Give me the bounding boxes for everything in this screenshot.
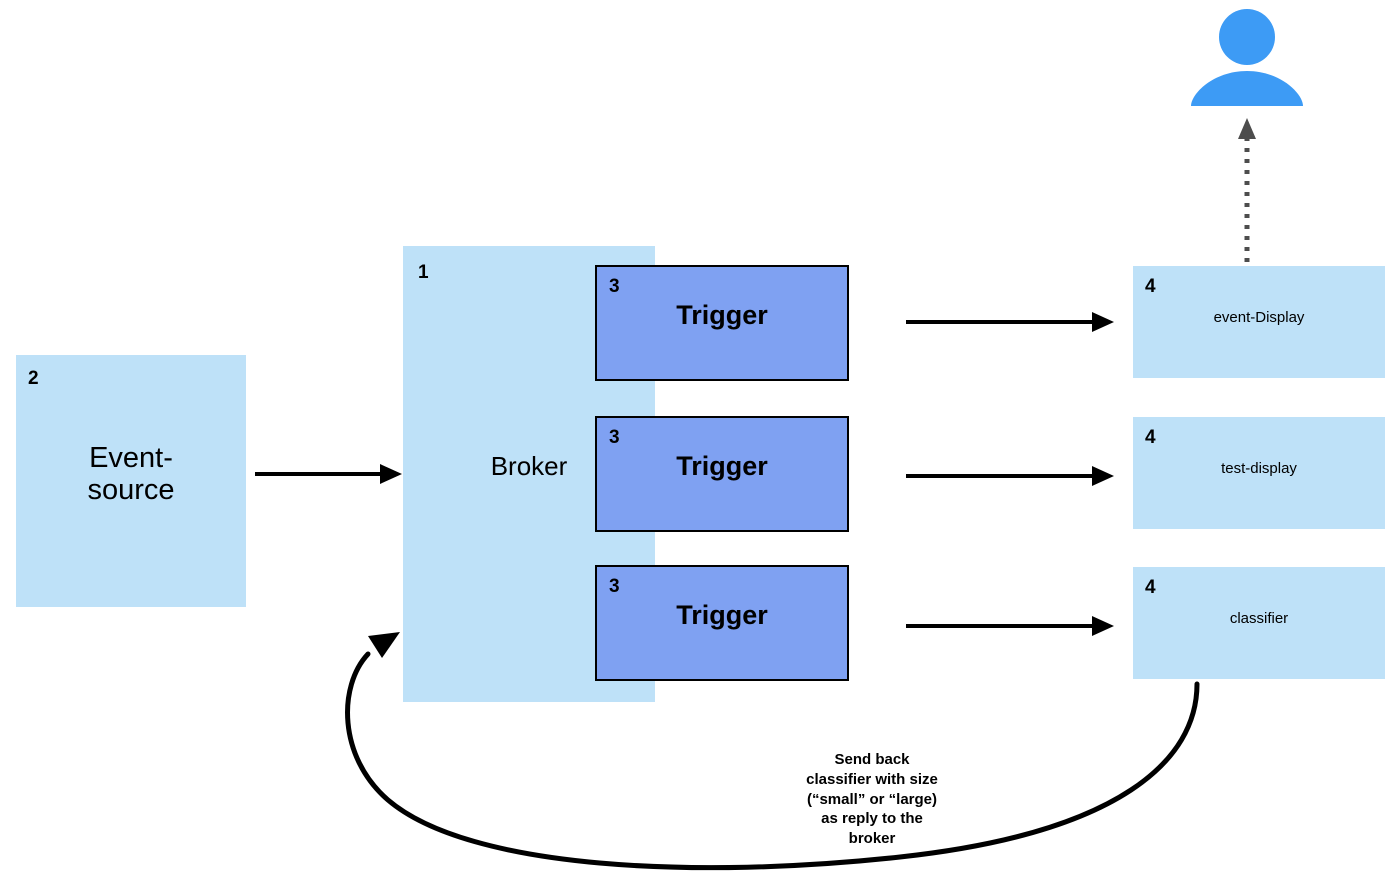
trigger-3-to-classifier-arrow bbox=[906, 616, 1114, 636]
trigger-label-2: Trigger bbox=[676, 451, 768, 481]
trigger-badge-1: 3 bbox=[609, 276, 620, 297]
trigger-badge-2: 3 bbox=[609, 427, 620, 448]
source-to-broker-arrow bbox=[255, 464, 402, 484]
broker-label: Broker bbox=[490, 451, 568, 481]
person-icon bbox=[1191, 9, 1303, 106]
trigger-badge-3: 3 bbox=[609, 576, 620, 597]
trigger-label-3: Trigger bbox=[676, 600, 768, 630]
event-source-node[interactable]: 2 Event- source bbox=[16, 355, 246, 607]
sink-badge-3: 4 bbox=[1145, 577, 1156, 598]
classifier-reply-to-broker-arrow bbox=[345, 632, 1200, 871]
sink-badge-1: 4 bbox=[1145, 276, 1156, 297]
sink-label-3: classifier bbox=[1229, 610, 1289, 627]
trigger-node-2[interactable]: 3 Trigger bbox=[595, 416, 849, 532]
trigger-node-3[interactable]: 3 Trigger bbox=[595, 565, 849, 681]
trigger-node-1[interactable]: 3 Trigger bbox=[595, 265, 849, 381]
sink-label-2: test-display bbox=[1221, 460, 1297, 477]
event-source-label: Event- source bbox=[87, 442, 175, 507]
reply-note-label: Send back classifier with size (“small” … bbox=[806, 751, 938, 848]
sink-node-test-display[interactable]: 4 test-display bbox=[1133, 417, 1385, 529]
broker-badge: 1 bbox=[418, 262, 429, 283]
trigger-1-to-event-display-arrow bbox=[906, 312, 1114, 332]
trigger-label-1: Trigger bbox=[676, 300, 768, 330]
sink-node-event-display[interactable]: 4 event-Display bbox=[1133, 266, 1385, 378]
trigger-2-to-test-display-arrow bbox=[906, 466, 1114, 486]
event-source-badge: 2 bbox=[28, 368, 39, 389]
sink-node-classifier[interactable]: 4 classifier bbox=[1133, 567, 1385, 679]
sink-label-1: event-Display bbox=[1213, 309, 1305, 326]
sink-badge-2: 4 bbox=[1145, 427, 1156, 448]
event-display-to-user-arrow bbox=[1238, 118, 1256, 262]
